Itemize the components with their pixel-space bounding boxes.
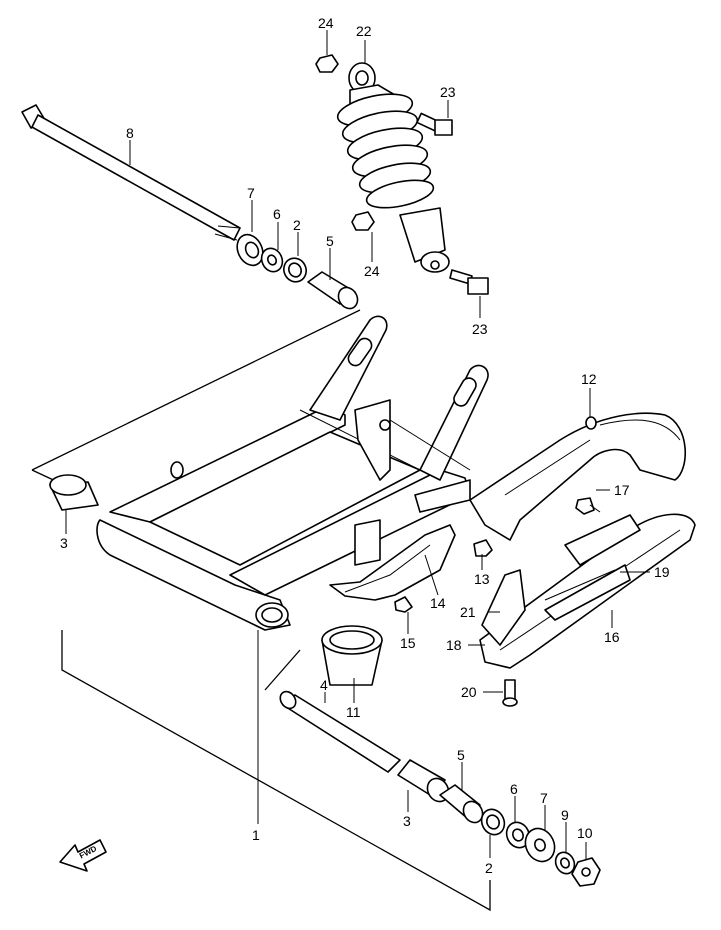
shock-spring <box>336 93 435 209</box>
slider-bracket-19 <box>544 514 641 621</box>
callout-3-upper: 3 <box>60 535 68 551</box>
callout-6-lower: 6 <box>510 781 518 797</box>
spacer-lower <box>439 784 484 824</box>
callout-24-lower: 24 <box>364 263 380 279</box>
callout-5-lower: 5 <box>457 747 465 763</box>
callout-12: 12 <box>581 371 597 387</box>
callout-2-lower: 2 <box>485 860 493 876</box>
reference-lines <box>31 309 491 912</box>
lower-shock-nut <box>351 211 375 231</box>
callout-19: 19 <box>654 564 670 580</box>
callout-17: 17 <box>614 482 630 498</box>
callout-13: 13 <box>474 571 490 587</box>
callout-16: 16 <box>604 629 620 645</box>
spacer-upper <box>307 271 359 310</box>
bearing-lower <box>480 808 506 836</box>
callout-4: 4 <box>320 677 328 693</box>
callout-6-upper: 6 <box>273 206 281 222</box>
callout-9: 9 <box>561 807 569 823</box>
upper-shock-bolt <box>416 112 453 136</box>
upper-shock-nut <box>315 54 339 73</box>
callout-8: 8 <box>126 125 134 141</box>
chain-case <box>469 412 686 541</box>
slider-bolt-20 <box>502 679 518 707</box>
bushing-left <box>49 474 99 511</box>
callout-14: 14 <box>430 595 446 611</box>
pivot-shaft <box>21 104 241 241</box>
lower-shaft <box>279 690 401 773</box>
callout-7-lower: 7 <box>540 790 548 806</box>
washer-upper <box>260 247 284 273</box>
callout-21: 21 <box>460 604 476 620</box>
callout-labels: 8 7 6 2 5 24 22 23 24 23 3 12 17 13 14 1… <box>60 15 670 876</box>
callout-23-lower: 23 <box>472 321 488 337</box>
bearing-upper <box>283 257 307 283</box>
callout-23-upper: 23 <box>440 84 456 100</box>
callout-1: 1 <box>252 827 260 843</box>
small-washer <box>554 851 576 875</box>
callout-2-upper: 2 <box>293 217 301 233</box>
callout-3-lower: 3 <box>403 813 411 829</box>
pivot-nut <box>236 233 264 267</box>
bushing-right <box>397 759 450 803</box>
callout-20: 20 <box>461 684 477 700</box>
callout-18: 18 <box>446 637 462 653</box>
callout-24-upper: 24 <box>318 15 334 31</box>
thick-washer <box>524 827 556 863</box>
chain-guard-bolt-upper <box>473 539 493 557</box>
callout-10: 10 <box>577 825 593 841</box>
chain-case-bolt <box>575 497 601 515</box>
callout-7-upper: 7 <box>247 185 255 201</box>
lock-nut <box>571 857 601 887</box>
washer-lower <box>505 821 531 849</box>
bushing-large <box>321 625 383 686</box>
rear-shock-absorber <box>336 62 450 273</box>
chain-guard <box>329 524 456 601</box>
slider-bracket-18 <box>481 569 526 646</box>
swingarm <box>96 315 489 631</box>
leader-lines <box>65 30 650 860</box>
callout-5-upper: 5 <box>326 233 334 249</box>
callout-11: 11 <box>346 704 361 720</box>
chain-guard-bolt-lower <box>394 596 413 613</box>
lower-shock-bolt <box>449 269 489 295</box>
callout-22: 22 <box>356 23 372 39</box>
fwd-arrow: FWD <box>59 839 107 872</box>
callout-15: 15 <box>400 635 416 651</box>
